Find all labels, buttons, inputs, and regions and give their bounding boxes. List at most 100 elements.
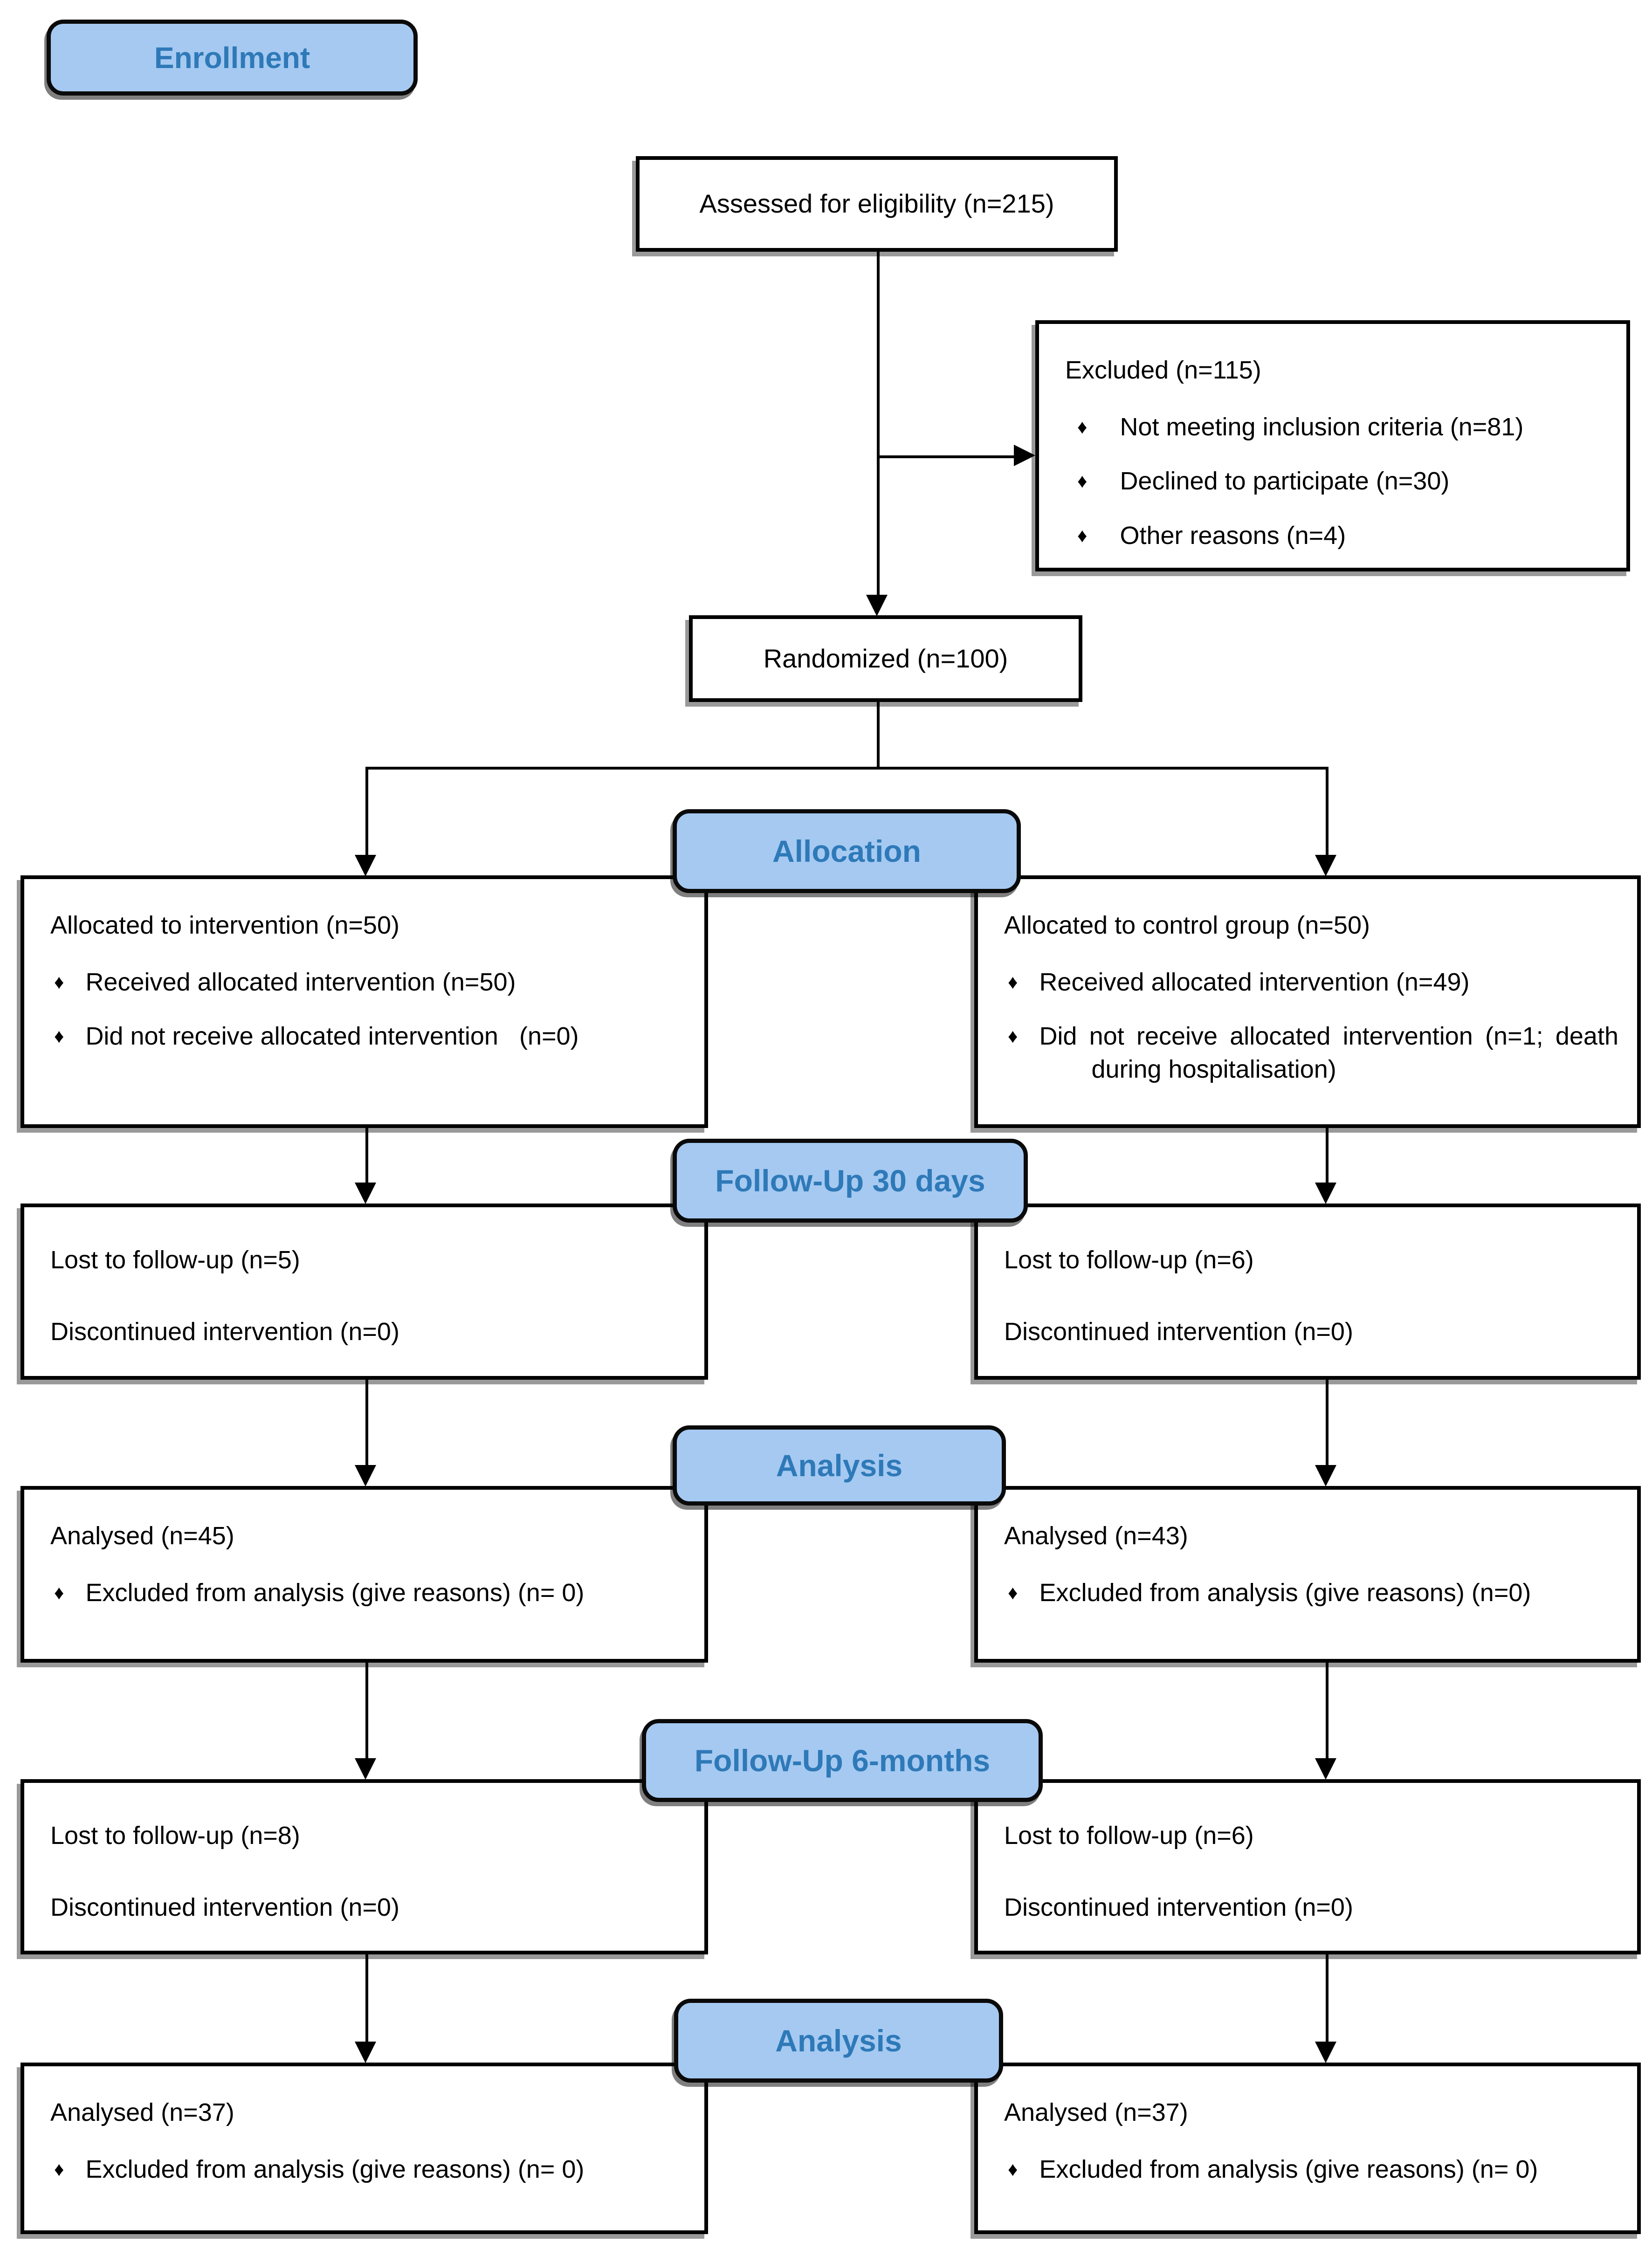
box-line: Lost to follow-up (n=8): [50, 1822, 300, 1850]
box-title: Allocated to intervention (n=50): [50, 911, 399, 939]
connector-alloc-to-lost30-left: [365, 1128, 368, 1185]
box-analysed-6-intervention: Analysed (n=37) ♦ Excluded from analysis…: [21, 2063, 708, 2234]
diamond-bullet-icon: ♦: [1077, 470, 1088, 492]
list-item: ♦ Did not receive allocated intervention…: [1004, 1020, 1618, 1085]
diamond-bullet-icon: ♦: [1008, 971, 1018, 993]
list-item-text: Excluded from analysis (give reasons) (n…: [85, 2155, 585, 2184]
arrowhead-down-icon: [355, 1183, 376, 1204]
arrowhead-down-icon: [866, 595, 888, 616]
connector-randomized-to-split: [877, 702, 880, 770]
box-title: Analysed (n=37): [1004, 2098, 1188, 2126]
list-item: ♦ Excluded from analysis (give reasons) …: [50, 2153, 686, 2186]
list-item-text: Not meeting inclusion criteria (n=81): [1120, 413, 1524, 441]
arrowhead-down-icon: [1315, 2042, 1336, 2063]
arrowhead-right-icon: [1014, 445, 1035, 466]
connector-split-to-control: [1326, 767, 1328, 857]
arrowhead-down-icon: [1315, 1183, 1336, 1204]
stage-label-text: Analysis: [775, 2023, 902, 2058]
box-title: Excluded (n=115): [1065, 356, 1261, 384]
list-item: ♦ Excluded from analysis (give reasons) …: [1004, 1576, 1618, 1609]
diamond-bullet-icon: ♦: [54, 2158, 64, 2180]
arrowhead-down-icon: [1315, 1465, 1336, 1486]
arrowhead-down-icon: [1315, 1758, 1336, 1780]
box-line: Lost to follow-up (n=6): [1004, 1246, 1254, 1274]
box-lost-followup-30-control: Lost to follow-up (n=6) Discontinued int…: [974, 1204, 1641, 1380]
list-item-text: Excluded from analysis (give reasons) (n…: [85, 1579, 585, 1607]
stage-label-text: Follow-Up 30 days: [715, 1163, 985, 1198]
connector-to-excluded: [877, 455, 1015, 458]
connector-alloc-to-lost30-right: [1326, 1128, 1328, 1185]
list-item: ♦ Other reasons (n=4): [1065, 519, 1608, 552]
connector-split-to-intervention: [365, 767, 368, 857]
arrowhead-down-icon: [1315, 855, 1336, 876]
box-allocated-control: Allocated to control group (n=50) ♦ Rece…: [974, 875, 1641, 1128]
stage-label-followup-30-days: Follow-Up 30 days: [673, 1139, 1028, 1223]
diamond-bullet-icon: ♦: [1077, 524, 1088, 546]
stage-label-analysis-6-months: Analysis: [674, 1999, 1003, 2083]
arrowhead-down-icon: [355, 1465, 376, 1486]
list-item: ♦ Excluded from analysis (give reasons) …: [50, 1576, 686, 1609]
connector-assessed-to-randomized: [877, 252, 880, 595]
list-item-text: Received allocated intervention (n=49): [1039, 968, 1470, 997]
box-analysed-30-intervention: Analysed (n=45) ♦ Excluded from analysis…: [21, 1486, 708, 1663]
arrowhead-down-icon: [355, 855, 376, 876]
box-line: Discontinued intervention (n=0): [50, 1318, 399, 1346]
stage-label-enrollment: Enrollment: [47, 20, 418, 96]
box-analysed-6-control: Analysed (n=37) ♦ Excluded from analysis…: [974, 2063, 1641, 2234]
box-assessed-for-eligibility: Assessed for eligibility (n=215): [636, 156, 1118, 252]
arrowhead-down-icon: [355, 1758, 376, 1780]
box-line: Lost to follow-up (n=5): [50, 1246, 300, 1274]
stage-label-text: Allocation: [772, 834, 921, 868]
box-title: Analysed (n=43): [1004, 1522, 1188, 1550]
connector-analysis-to-lost6-right: [1326, 1663, 1328, 1761]
stage-label-analysis-30-days: Analysis: [673, 1425, 1006, 1506]
diamond-bullet-icon: ♦: [54, 1582, 64, 1604]
box-line: Discontinued intervention (n=0): [1004, 1893, 1353, 1922]
list-item: ♦ Declined to participate (n=30): [1065, 465, 1608, 497]
list-item: ♦ Not meeting inclusion criteria (n=81): [1065, 411, 1608, 443]
connector-split-horizontal: [365, 767, 1328, 770]
diamond-bullet-icon: ♦: [1077, 416, 1088, 438]
stage-label-text: Enrollment: [154, 41, 310, 75]
list-item: ♦ Did not receive allocated intervention…: [50, 1020, 686, 1052]
stage-label-text: Follow-Up 6-months: [694, 1743, 991, 1778]
box-line: Discontinued intervention (n=0): [1004, 1318, 1353, 1346]
box-text: Randomized (n=100): [763, 643, 1008, 673]
stage-label-text: Analysis: [776, 1448, 903, 1483]
box-excluded: Excluded (n=115) ♦ Not meeting inclusion…: [1035, 320, 1630, 571]
box-lost-followup-6-intervention: Lost to follow-up (n=8) Discontinued int…: [21, 1779, 708, 1954]
list-item-text: Did not receive allocated intervention (…: [85, 1022, 579, 1051]
list-item-text: Did not receive allocated intervention (…: [1039, 1022, 1618, 1083]
box-line: Discontinued intervention (n=0): [50, 1893, 399, 1922]
box-line: Lost to follow-up (n=6): [1004, 1822, 1254, 1850]
box-title: Allocated to control group (n=50): [1004, 911, 1370, 939]
list-item-text: Excluded from analysis (give reasons) (n…: [1039, 1579, 1531, 1607]
list-item: ♦ Excluded from analysis (give reasons) …: [1004, 2153, 1618, 2186]
diamond-bullet-icon: ♦: [54, 971, 64, 993]
stage-label-followup-6-months: Follow-Up 6-months: [642, 1719, 1043, 1802]
box-lost-followup-6-control: Lost to follow-up (n=6) Discontinued int…: [974, 1779, 1641, 1954]
list-item-text: Other reasons (n=4): [1120, 521, 1346, 550]
list-item-text: Declined to participate (n=30): [1120, 467, 1450, 495]
box-allocated-intervention: Allocated to intervention (n=50) ♦ Recei…: [21, 875, 708, 1128]
box-title: Analysed (n=45): [50, 1522, 234, 1550]
list-item-text: Excluded from analysis (give reasons) (n…: [1039, 2155, 1538, 2184]
list-item-text: Received allocated intervention (n=50): [85, 968, 516, 997]
connector-lost30-to-analysis-right: [1326, 1380, 1328, 1467]
connector-lost6-to-final-right: [1326, 1954, 1328, 2044]
stage-label-allocation: Allocation: [673, 809, 1021, 893]
list-item: ♦ Received allocated intervention (n=50): [50, 966, 686, 998]
box-analysed-30-control: Analysed (n=43) ♦ Excluded from analysis…: [974, 1486, 1641, 1663]
box-text: Assessed for eligibility (n=215): [699, 189, 1054, 219]
connector-analysis-to-lost6-left: [365, 1663, 368, 1761]
diamond-bullet-icon: ♦: [1008, 1582, 1018, 1604]
connector-lost6-to-final-left: [365, 1954, 368, 2044]
diamond-bullet-icon: ♦: [54, 1025, 64, 1047]
diamond-bullet-icon: ♦: [1008, 1025, 1018, 1047]
box-title: Analysed (n=37): [50, 2098, 234, 2126]
box-randomized: Randomized (n=100): [689, 615, 1082, 702]
list-item: ♦ Received allocated intervention (n=49): [1004, 966, 1618, 998]
diamond-bullet-icon: ♦: [1008, 2158, 1018, 2180]
box-lost-followup-30-intervention: Lost to follow-up (n=5) Discontinued int…: [21, 1204, 708, 1380]
